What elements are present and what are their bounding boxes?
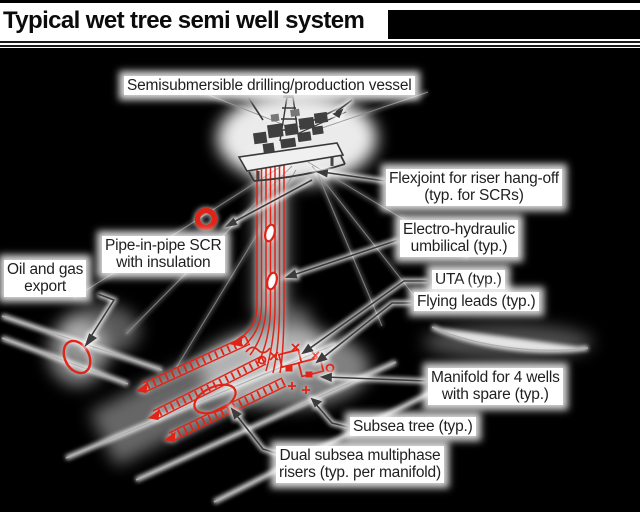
label-uta: UTA (typ.)	[432, 270, 505, 290]
title-bar: Typical wet tree semi well system	[0, 3, 640, 48]
label-flying-leads: Flying leads (typ.)	[414, 292, 539, 312]
vessel-illustration	[237, 89, 347, 182]
title-rule-top	[0, 41, 640, 43]
label-flexjoint: Flexjoint for riser hang-off (typ. for S…	[386, 169, 562, 206]
label-dual-risers: Dual subsea multiphase risers (typ. per …	[276, 446, 444, 483]
label-subsea-tree: Subsea tree (typ.)	[350, 417, 476, 437]
label-manifold: Manifold for 4 wells with spare (typ.)	[428, 368, 563, 405]
title-bar-filler	[388, 10, 640, 39]
label-vessel-line1: Semisubmersible drilling/production vess…	[127, 77, 412, 94]
title-rule-bottom	[0, 45, 640, 47]
label-vessel: Semisubmersible drilling/production vess…	[124, 76, 415, 96]
label-export: Oil and gas export	[4, 260, 87, 297]
label-umbilical: Electro-hydraulic umbilical (typ.)	[400, 220, 519, 257]
label-scr: Pipe-in-pipe SCR with insulation	[102, 236, 225, 273]
page-title: Typical wet tree semi well system	[3, 7, 365, 34]
